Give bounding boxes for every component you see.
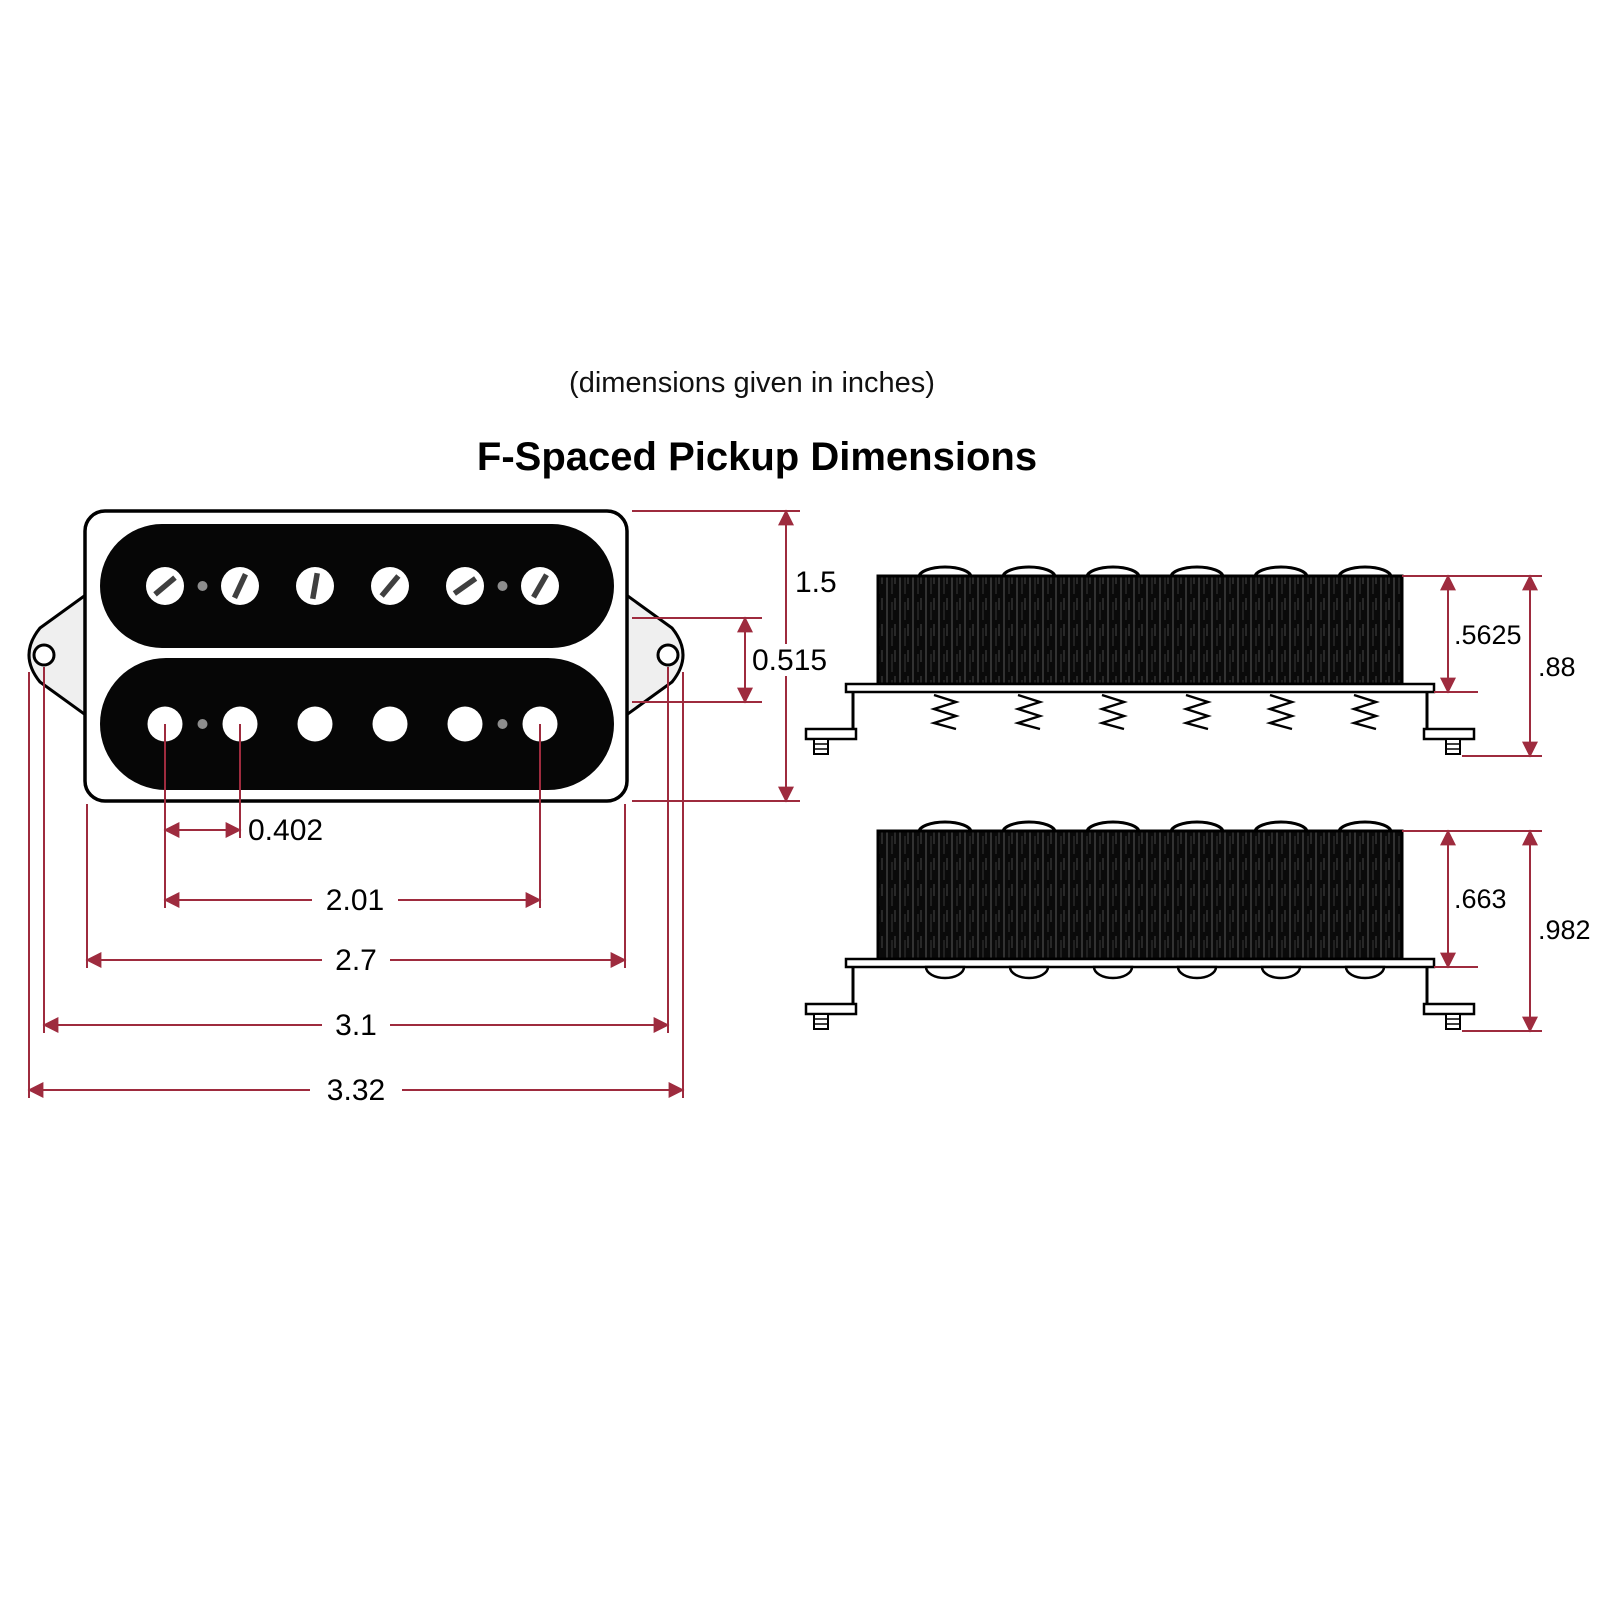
mounting-hole-span-label: 3.1: [335, 1009, 377, 1042]
dim-mounting-hole-span: 3.1: [42, 667, 670, 1042]
front-view: [27, 509, 685, 803]
coil-block: [876, 574, 1404, 686]
dim-top-overall-height: .88: [1462, 574, 1576, 758]
mounting-foot-right: [1422, 1002, 1476, 1016]
bottom-coil-height-label: .663: [1454, 884, 1507, 914]
top-overall-height-label: .88: [1538, 652, 1576, 682]
screw-coil-bobbin: [100, 524, 614, 648]
pole-bottom: [924, 965, 966, 980]
coil-block: [876, 829, 1404, 961]
page-title: F-Spaced Pickup Dimensions: [477, 435, 1037, 479]
spring: [1184, 693, 1210, 731]
screw-slot: [379, 574, 401, 598]
mounting-foot-right: [1422, 727, 1476, 741]
baseplate: [844, 682, 1436, 694]
pole-bottom: [1260, 965, 1302, 980]
body-width-label: 2.7: [335, 944, 377, 977]
mounting-hole-left: [32, 643, 56, 667]
mounting-tab-left: [27, 591, 89, 719]
units-note: (dimensions given in inches): [569, 367, 935, 399]
bottom-overall-height-label: .982: [1538, 915, 1591, 945]
height-screw-right: [1445, 738, 1461, 755]
pole-bottom: [1092, 965, 1134, 980]
mounting-hole-right: [656, 643, 680, 667]
mounting-foot-left: [804, 727, 858, 741]
side-view-bottom: .663 .982: [804, 820, 1591, 1033]
dim-bottom-overall-height: .982: [1462, 829, 1591, 1033]
pole-bottom: [1008, 965, 1050, 980]
spring: [1352, 693, 1378, 731]
pole-spacing-label: 0.402: [248, 814, 323, 847]
pole-bottom: [1344, 965, 1386, 980]
bobbin-dot: [197, 581, 208, 591]
side-view-top: .5625 .88: [804, 565, 1576, 758]
overall-width-label: 3.32: [327, 1074, 385, 1107]
top-coil-height-label: .5625: [1454, 620, 1522, 650]
spring: [1016, 693, 1042, 731]
dim-bottom-coil-height: .663: [1402, 829, 1542, 969]
screw-poles: [146, 567, 559, 605]
screw-slot: [452, 576, 478, 596]
screw-slot: [232, 573, 248, 599]
spring: [1100, 693, 1126, 731]
mounting-tab-right: [623, 591, 685, 719]
bobbin-dot: [197, 719, 208, 729]
dim-label-backing: [749, 644, 837, 676]
height-screw-left: [813, 1013, 829, 1030]
height-screw-left: [813, 738, 829, 755]
height-screw-right: [1445, 1013, 1461, 1030]
pole-bottom: [1176, 965, 1218, 980]
mounting-foot-left: [804, 1002, 858, 1016]
slug-pole: [372, 706, 408, 742]
slug-pole: [447, 706, 483, 742]
slug-coil-bobbin: [100, 658, 614, 790]
bobbin-dot: [497, 719, 508, 729]
slug-poles: [147, 706, 558, 742]
slug-pole: [297, 706, 333, 742]
dim-overall-width: 3.32: [27, 672, 685, 1107]
spring: [932, 693, 958, 731]
dim-body-width: 2.7: [85, 804, 627, 977]
pole-span-label: 2.01: [326, 884, 384, 917]
screw-slot: [310, 572, 320, 600]
screw-slot: [153, 575, 177, 597]
bobbin-dot: [497, 581, 508, 591]
screw-slot: [531, 573, 549, 599]
baseplate: [844, 957, 1436, 969]
dim-pole-spacing: 0.402: [163, 724, 541, 908]
dim-row-spacing: 0.515: [632, 616, 837, 704]
spring: [1268, 693, 1294, 731]
overall-height-label: 1.5: [795, 566, 837, 599]
dim-top-coil-height: .5625: [1402, 574, 1542, 694]
dim-pole-span: 2.01: [163, 884, 542, 917]
row-spacing-label: 0.515: [752, 644, 827, 677]
